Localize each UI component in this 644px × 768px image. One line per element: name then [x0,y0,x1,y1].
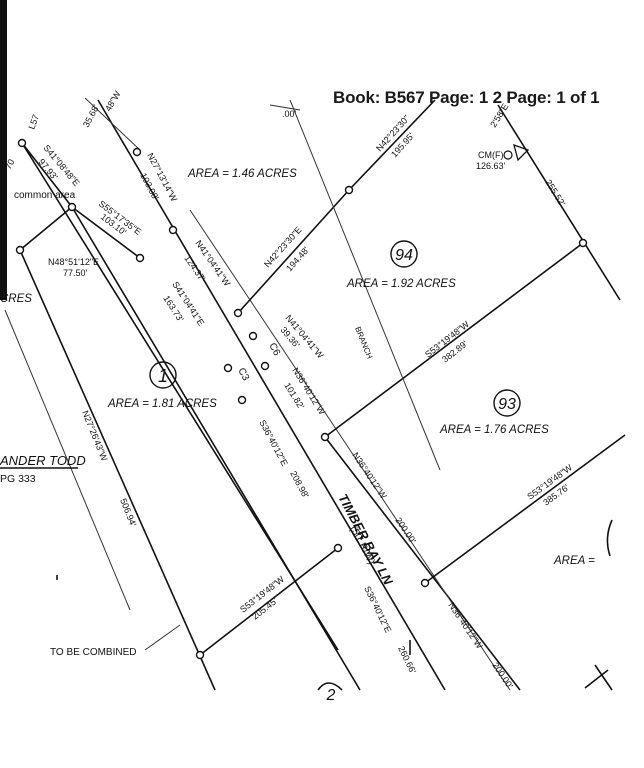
survey-point-15 [420,578,430,588]
lot-2-number: 2 [326,687,336,704]
monument-marker [503,150,513,160]
line-lot93-south [424,434,626,584]
top-70-label: 70 [3,157,17,171]
common-area-label-1: common area [14,190,76,201]
lot-93-circle [493,389,521,417]
top-3568-label: 35.68' [81,103,101,129]
curve-c3-label: C3 [235,366,251,383]
bearing-14-dist: 208.98' [288,469,311,500]
lot-94-circle [390,240,418,268]
line-lot93-north [324,242,584,438]
lot-1-area: AREA = 1.81 ACRES [107,398,217,410]
lot-right-area: AREA = [553,555,595,567]
line-top-diagonal [84,97,141,151]
line-top-short [269,104,301,111]
l57-label: L57 [26,113,41,131]
lot-94-area: AREA = 1.92 ACRES [346,278,456,290]
line-top-branch [289,99,441,471]
survey-point-12 [223,363,233,373]
survey-point-7 [233,308,243,318]
branch-label: BRANCH [353,325,374,360]
line-west-boundary [19,249,216,691]
line-lot1-east [71,206,361,691]
line-combined-pointer [144,624,181,651]
bearing-8: 126.63' [476,161,506,171]
bearing-19: S36°40'12"E [362,584,393,634]
owner-label: ANDER TODD [0,453,86,468]
bearing-6-dist: 194.48' [284,245,311,274]
curve-c6-label: C6 [266,341,282,358]
survey-point-8 [344,185,354,195]
lot-93-area: AREA = 1.76 ACRES [439,424,549,436]
line-common-bottom [19,206,73,251]
line-cross-a [584,669,609,689]
survey-point-5 [168,225,178,235]
line-lot-top-south [71,206,141,259]
bearing-14: S36°40'12"E [257,418,290,467]
arc-lot-right [606,519,613,557]
survey-point-11 [260,361,270,371]
to-be-combined-label: TO BE COMBINED [50,647,137,658]
line-lot1-south [199,547,339,656]
bearing-20: N36°40'12"W [446,601,485,651]
owner-page-label: PG 333 [0,473,36,485]
top-258e-label: 2'58"E [488,102,510,129]
lot-top-area: AREA = 1.46 ACRES [187,168,297,180]
lot-1-number: 1 [158,366,168,386]
lot-94-number: 94 [395,247,413,264]
bearing-9: 255.52' [543,178,567,208]
book-page-header: Book: B567 Page: 1 2 Page: 1 of 1 [333,88,600,107]
scan-edge [0,0,7,300]
bearing-15-dist: 506.94' [118,497,138,528]
lot-1-circle [149,361,177,389]
bearing-4-dist: 77.50' [63,268,88,278]
survey-point-10 [248,331,258,341]
line-lot94-north [237,189,350,314]
survey-point-9 [578,238,588,248]
line-lot94-north-ext [348,99,436,191]
bearing-19-dist: 260.66' [396,644,418,675]
acres-left-label: CRES [0,293,32,305]
line-road-centre [189,209,511,691]
survey-point-16 [333,543,343,553]
survey-point-1 [17,138,27,148]
line-common-top [21,142,73,208]
monument-triangle [513,143,530,162]
top-00-label: .00' [282,109,297,119]
survey-point-2 [67,202,77,212]
line-offset-west [4,309,131,611]
line-road-west [21,142,339,651]
survey-point-4 [132,147,142,157]
lot-93-number: 93 [498,396,516,413]
line-cross-b [594,664,613,691]
top-48w-label: 48"W [103,89,123,113]
line-road-far-east [324,436,521,691]
line-east-boundary [497,104,621,301]
survey-point-17 [195,650,205,660]
bearing-20-dist: 200.00' [490,661,515,691]
survey-point-3 [15,245,25,255]
monument-label: CM(F) [478,150,504,160]
survey-point-13 [237,395,247,405]
arc-lot-2 [317,682,343,691]
line-road-east [97,99,446,691]
bearing-16: N36°40'12"W [350,451,389,501]
bearing-4: N48°51'12"E [48,257,99,267]
survey-point-6 [135,253,145,263]
survey-point-14 [320,432,330,442]
